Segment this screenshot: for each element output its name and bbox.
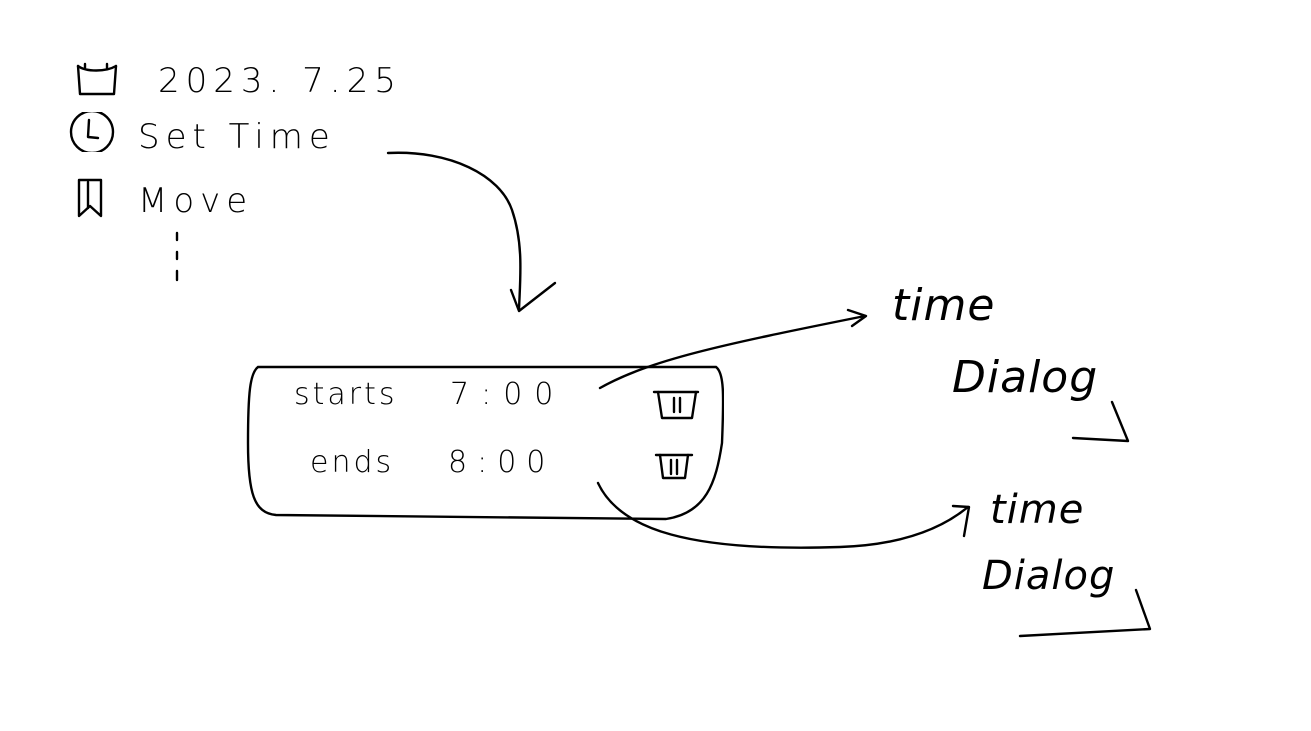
end-dialog-underline (1018, 588, 1152, 638)
end-time-arrowhead (951, 504, 971, 538)
set-time-label[interactable]: Set Time (138, 117, 336, 157)
trash-icon[interactable] (652, 386, 700, 422)
start-time-dialog-subtitle: Dialog (952, 352, 1099, 403)
start-dialog-underline (1071, 400, 1130, 443)
starts-label: starts (294, 377, 398, 412)
start-time-arrow (598, 314, 867, 390)
end-time-arrow (596, 481, 970, 549)
end-time-dialog-subtitle: Dialog (982, 553, 1116, 599)
date-label[interactable]: 2023. 7.25 (158, 61, 402, 101)
clock-icon (68, 109, 118, 155)
move-label[interactable]: Move (138, 181, 254, 221)
starts-time[interactable]: 7:00 (450, 377, 566, 412)
bookmark-icon (76, 176, 106, 220)
start-time-arrowhead (846, 308, 868, 328)
time-range-panel (246, 363, 725, 521)
set-time-arrowhead (509, 281, 557, 313)
set-time-arrow (386, 151, 522, 312)
trash-icon[interactable] (654, 450, 694, 482)
start-time-dialog-title: time (892, 280, 996, 331)
ends-time[interactable]: 8:00 (448, 445, 556, 480)
ends-label: ends (310, 445, 395, 480)
end-time-dialog-title: time (990, 487, 1085, 533)
calendar-icon (74, 60, 120, 98)
